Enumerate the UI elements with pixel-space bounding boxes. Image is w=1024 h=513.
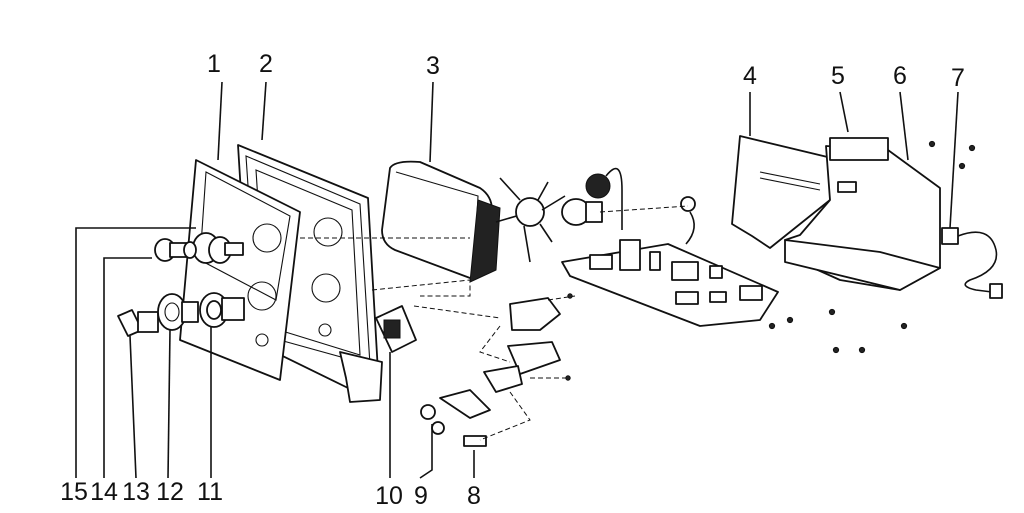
tube-assembly: [381, 160, 623, 283]
housing: [731, 135, 941, 291]
circuit-board: [561, 196, 779, 327]
brackets: [420, 297, 561, 447]
callout-8: 8: [467, 482, 481, 510]
callout-12: 12: [156, 478, 184, 506]
callout-4: 4: [743, 62, 757, 90]
callout-11: 11: [197, 478, 223, 506]
callout-1: 1: [207, 50, 221, 78]
power-cord: [941, 227, 1003, 299]
callout-13: 13: [122, 478, 150, 506]
callout-14: 14: [90, 478, 118, 506]
callout-7: 7: [951, 64, 965, 92]
knob-15: [192, 232, 244, 264]
callout-10: 10: [375, 482, 403, 510]
callout-9: 9: [414, 482, 428, 510]
knob-14: [154, 238, 197, 262]
connector-10: [375, 305, 417, 353]
screws: [565, 140, 976, 381]
callout-6: 6: [893, 62, 907, 90]
callout-5: 5: [831, 62, 845, 90]
assembly-guides: [300, 205, 689, 441]
washer-11: [199, 292, 245, 328]
callout-15: 15: [60, 478, 88, 506]
callout-2: 2: [259, 50, 273, 78]
switch-knob-13: [117, 309, 159, 337]
callout-labels: 1 2 3 4 5 6 7 8 9 10 11 12 13 14 15: [60, 50, 965, 510]
callout-3: 3: [426, 52, 440, 80]
bushing-12: [157, 293, 199, 331]
leader-lines: [75, 81, 959, 479]
